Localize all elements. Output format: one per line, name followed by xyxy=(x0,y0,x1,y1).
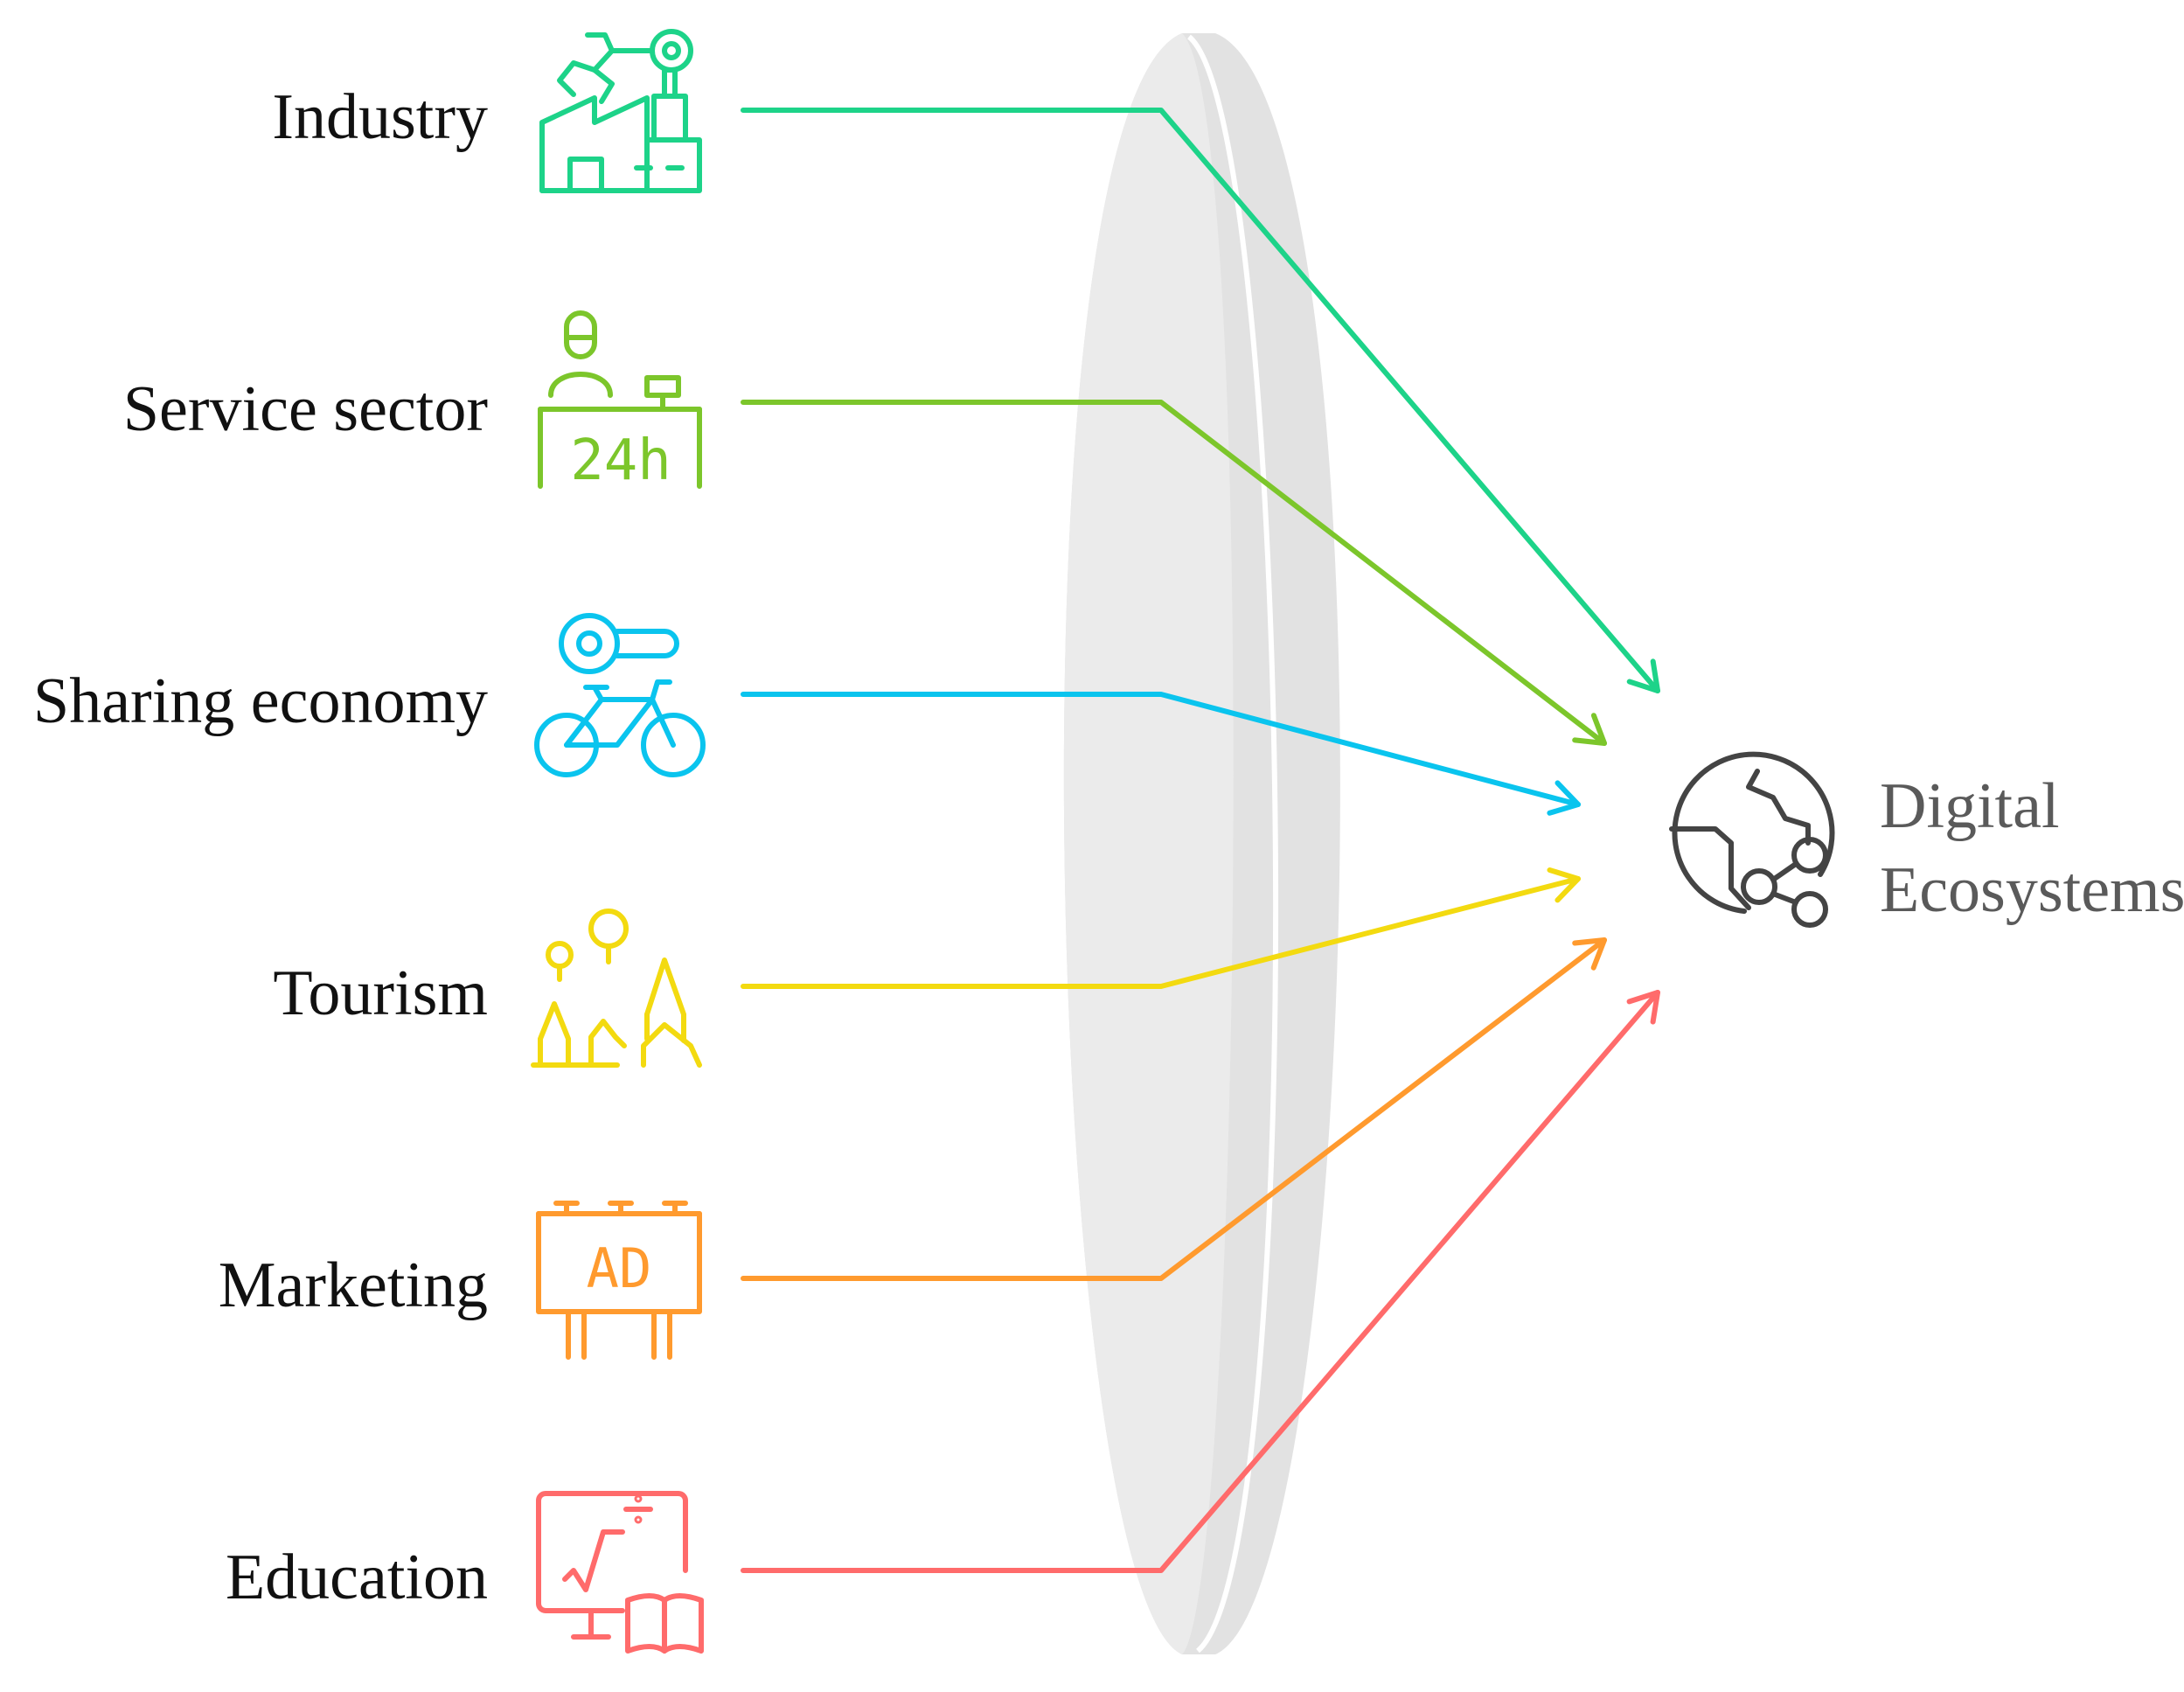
target-label-line1: Digital xyxy=(1880,770,2060,842)
e-learning-book-icon xyxy=(536,1491,704,1654)
target-label-line2: Ecosystems xyxy=(1880,854,2184,926)
arrowhead-marketing xyxy=(1572,937,1607,971)
arrowhead-sharing xyxy=(1547,780,1581,816)
billboard-ad-icon: AD xyxy=(536,1201,702,1360)
bike-key-icon xyxy=(534,613,706,777)
label-sharing-economy: Sharing economy xyxy=(33,665,488,737)
label-industry: Industry xyxy=(272,81,488,153)
lens-highlight xyxy=(1187,34,1279,1654)
lens-front xyxy=(1063,33,1234,1654)
arrow-service xyxy=(741,400,1607,746)
arrow-education xyxy=(741,990,1660,1573)
arrow-tourism xyxy=(741,876,1581,989)
label-tourism: Tourism xyxy=(273,957,488,1029)
arrow-marketing xyxy=(741,937,1607,1281)
arrowhead-tourism xyxy=(1547,867,1581,903)
arrowhead-education xyxy=(1626,990,1660,1025)
service-icon-text: 24h xyxy=(570,428,671,493)
factory-robot-arm-icon xyxy=(539,29,702,193)
arrow-sharing xyxy=(741,692,1581,807)
arrow-industry xyxy=(741,108,1660,693)
lens-shape xyxy=(1063,33,1340,1654)
globe-share-icon xyxy=(1669,751,1835,928)
tourism-landmarks-icon xyxy=(531,909,702,1068)
label-service-sector: Service sector xyxy=(123,373,488,445)
service-desk-24h-icon: 24h xyxy=(538,310,702,493)
label-marketing: Marketing xyxy=(219,1250,488,1321)
arrowhead-service xyxy=(1572,713,1607,746)
arrowhead-industry xyxy=(1626,658,1660,693)
marketing-icon-text: AD xyxy=(587,1236,652,1300)
label-education: Education xyxy=(226,1542,488,1613)
